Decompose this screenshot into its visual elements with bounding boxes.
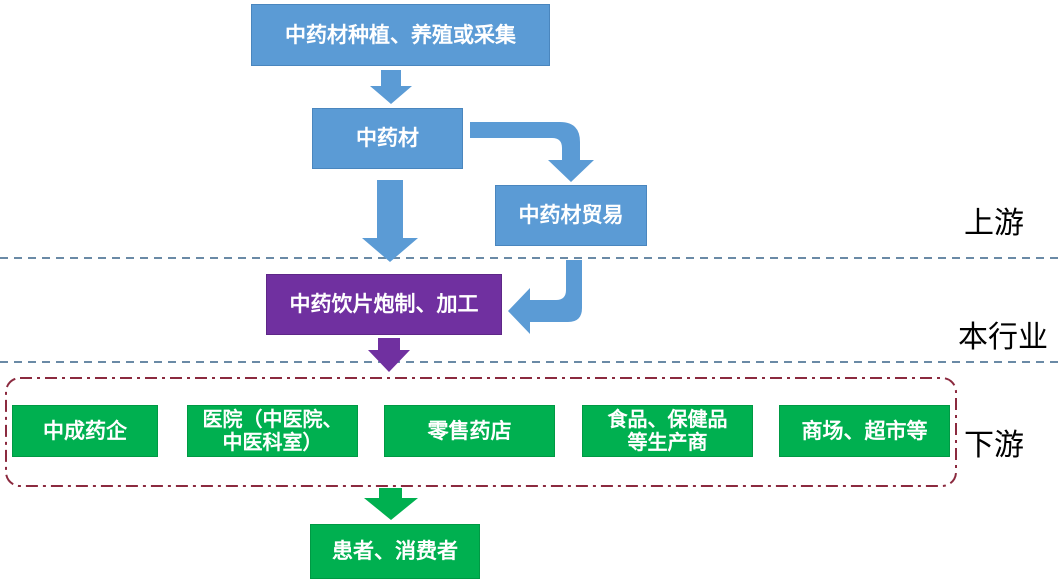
node-consumers-label: 患者、消费者 — [332, 539, 458, 564]
node-herb-trade: 中药材贸易 — [495, 185, 647, 246]
node-cultivation: 中药材种植、养殖或采集 — [251, 4, 550, 66]
stage-label-downstream: 下游 — [964, 428, 1024, 463]
node-malls-label: 商场、超市等 — [801, 418, 928, 443]
node-processing: 中药饮片炮制、加工 — [266, 274, 502, 335]
arrow-downstream-to-consumers — [364, 488, 418, 520]
node-hospitals-label-line2: 中医科室） — [222, 430, 323, 454]
arrow-trade-to-processing — [508, 260, 582, 334]
stage-label-upstream: 上游 — [964, 206, 1024, 241]
node-patent-medicine: 中成药企 — [12, 405, 158, 457]
arrow-herbs-to-trade — [470, 122, 594, 182]
node-herb-trade-label: 中药材贸易 — [518, 203, 624, 228]
arrow-processing-to-downstream — [368, 338, 410, 372]
node-food-producers-label-line1: 食品、保健品 — [607, 407, 728, 431]
node-processing-label: 中药饮片炮制、加工 — [289, 292, 479, 317]
node-consumers: 患者、消费者 — [310, 524, 480, 579]
node-patent-medicine-label: 中成药企 — [43, 418, 127, 443]
node-food-producers-label-line2: 等生产商 — [627, 430, 708, 454]
stage-label-industry: 本行业 — [958, 320, 1048, 355]
downstream-group-border — [5, 377, 957, 487]
node-herbs-label: 中药材 — [356, 126, 419, 151]
arrow-herbs-to-processing — [362, 180, 418, 262]
node-hospitals: 医院（中医院、 中医科室） — [187, 405, 358, 457]
node-herbs: 中药材 — [312, 108, 463, 169]
node-retail-pharmacy-label: 零售药店 — [427, 418, 512, 443]
node-cultivation-label: 中药材种植、养殖或采集 — [285, 22, 516, 47]
node-hospitals-label-line1: 医院（中医院、 — [202, 407, 343, 431]
arrow-cultivation-to-herbs — [370, 70, 412, 104]
node-malls: 商场、超市等 — [779, 405, 950, 457]
node-retail-pharmacy: 零售药店 — [384, 405, 555, 457]
node-food-producers: 食品、保健品 等生产商 — [582, 405, 753, 457]
